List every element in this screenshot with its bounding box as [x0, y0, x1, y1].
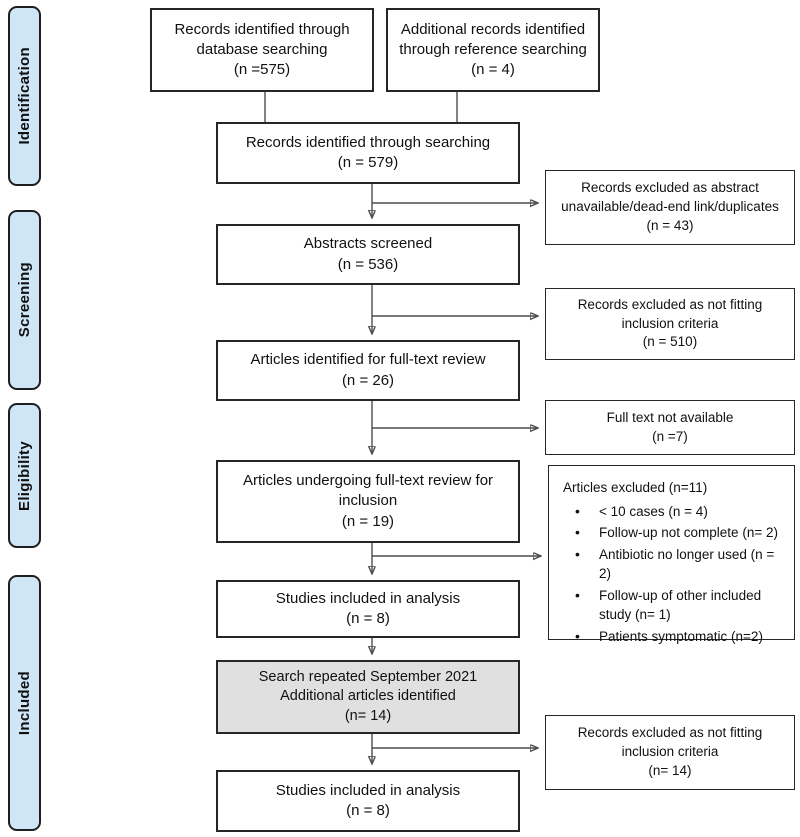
articles-excluded-item: < 10 cases (n = 4) [563, 501, 784, 522]
stage-eligibility-label: Eligibility [16, 440, 33, 511]
articles-excluded-item: Follow-up of other included study (n= 1) [563, 585, 784, 625]
box-fulltext-review: Articles undergoing full-text review for… [216, 460, 520, 543]
articles-excluded-item: Follow-up not complete (n= 2) [563, 522, 784, 543]
stage-identification: Identification [8, 6, 41, 186]
articles-excluded-title: Articles excluded (n=11) [563, 480, 708, 495]
stage-screening-label: Screening [16, 262, 33, 338]
box-articles-excluded: Articles excluded (n=11) < 10 cases (n =… [548, 465, 795, 644]
box-excluded-not-fitting-1: Records excluded as not fitting inclusio… [545, 288, 795, 360]
articles-excluded-list: < 10 cases (n = 4) Follow-up not complet… [563, 501, 784, 647]
box-reference-search: Additional records identified through re… [386, 8, 600, 92]
box-search-repeated: Search repeated September 2021 Additiona… [216, 660, 520, 734]
box-excluded-abstract-unavailable: Records excluded as abstract unavailable… [545, 170, 795, 245]
stage-included: Included [8, 575, 41, 831]
box-database-search: Records identified through database sear… [150, 8, 374, 92]
stage-included-label: Included [16, 670, 33, 736]
articles-excluded-item: Patients symptomatic (n=2) [563, 626, 784, 647]
box-fulltext-identified: Articles identified for full-text review… [216, 340, 520, 401]
box-abstracts-screened: Abstracts screened (n = 536) [216, 224, 520, 285]
box-excluded-not-fitting-2: Records excluded as not fitting inclusio… [545, 715, 795, 790]
box-fulltext-not-available: Full text not available (n =7) [545, 400, 795, 455]
stage-eligibility: Eligibility [8, 403, 41, 548]
stage-screening: Screening [8, 210, 41, 390]
box-records-identified: Records identified through searching (n … [216, 122, 520, 184]
articles-excluded-item: Antibiotic no longer used (n = 2) [563, 544, 784, 584]
box-studies-included-2: Studies included in analysis (n = 8) [216, 770, 520, 832]
stage-identification-label: Identification [16, 47, 33, 145]
box-studies-included-1: Studies included in analysis (n = 8) [216, 580, 520, 638]
